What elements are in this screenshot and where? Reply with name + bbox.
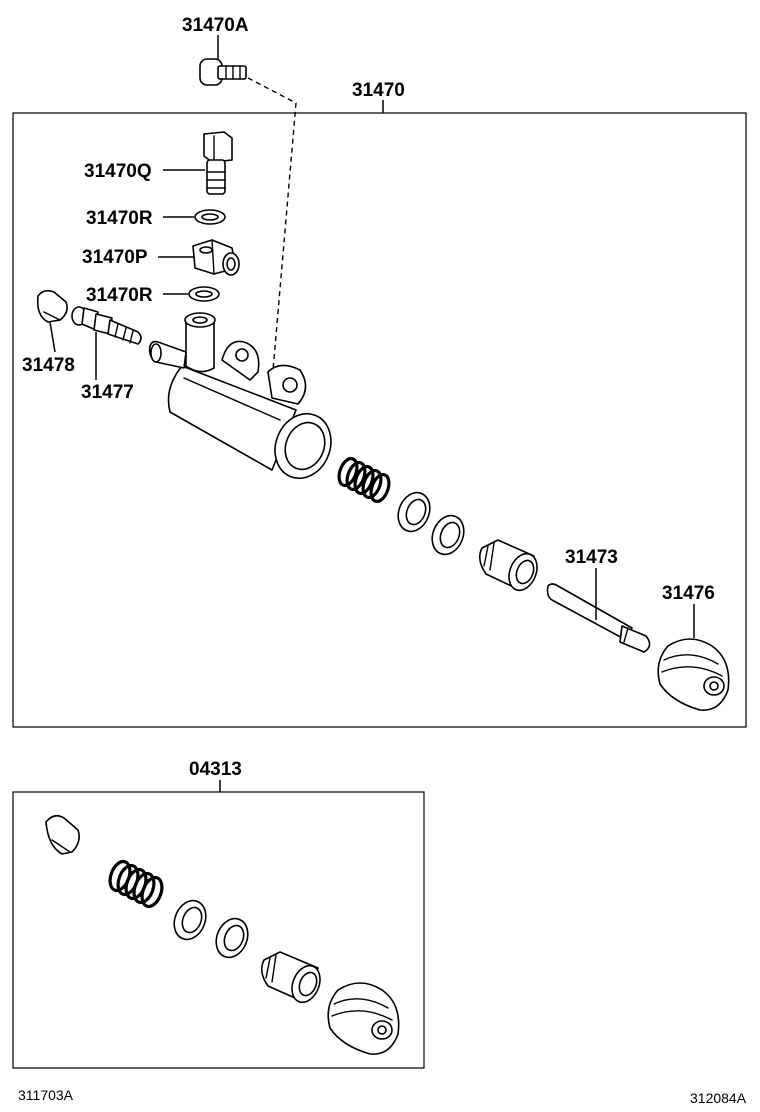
bleeder-plug-31477-part [71, 306, 142, 345]
union-bolt-31470q-part [203, 131, 233, 195]
bleeder-cap-31478-leader [49, 321, 56, 353]
bleeder-cap-31478-part [36, 289, 68, 323]
cup-1-part [397, 491, 431, 533]
kit-cup-2-part [215, 917, 249, 959]
label-31470: 31470 [352, 80, 405, 101]
label-31476: 31476 [662, 583, 715, 604]
piston-part [478, 539, 538, 592]
cylinder-body-part [148, 312, 332, 480]
assembly-frame [12, 112, 747, 728]
bolt-31470a-part [199, 58, 247, 86]
kit-piston-part [260, 951, 321, 1004]
diagram-code-right: 312084A [690, 1090, 747, 1106]
union-31470p-part [192, 239, 240, 276]
kit-cup-1-part [173, 899, 207, 941]
spring-part [337, 456, 391, 504]
label-04313: 04313 [189, 759, 242, 780]
kit-frame [12, 791, 425, 1069]
diagram-code-left: 311703A [18, 1087, 74, 1103]
kit-spring-part [108, 859, 164, 909]
label-31470a: 31470A [182, 15, 249, 36]
push-rod-31473-part [546, 583, 651, 653]
label-31470r-upper: 31470R [86, 208, 153, 229]
kit-cap-part [45, 814, 80, 855]
label-31470r-lower: 31470R [86, 285, 153, 306]
label-31473: 31473 [565, 547, 618, 568]
kit-boot-part [327, 982, 400, 1055]
label-31477: 31477 [81, 382, 134, 403]
boot-31476-part [657, 638, 730, 711]
label-31470p: 31470P [82, 247, 148, 268]
label-31470q: 31470Q [84, 161, 152, 182]
bolt-31470a-dashed-guide [247, 77, 297, 383]
gasket-upper-31470r-part [194, 209, 226, 225]
cup-2-part [431, 514, 465, 556]
gasket-lower-31470r-part [188, 286, 220, 302]
label-31478: 31478 [22, 355, 75, 376]
